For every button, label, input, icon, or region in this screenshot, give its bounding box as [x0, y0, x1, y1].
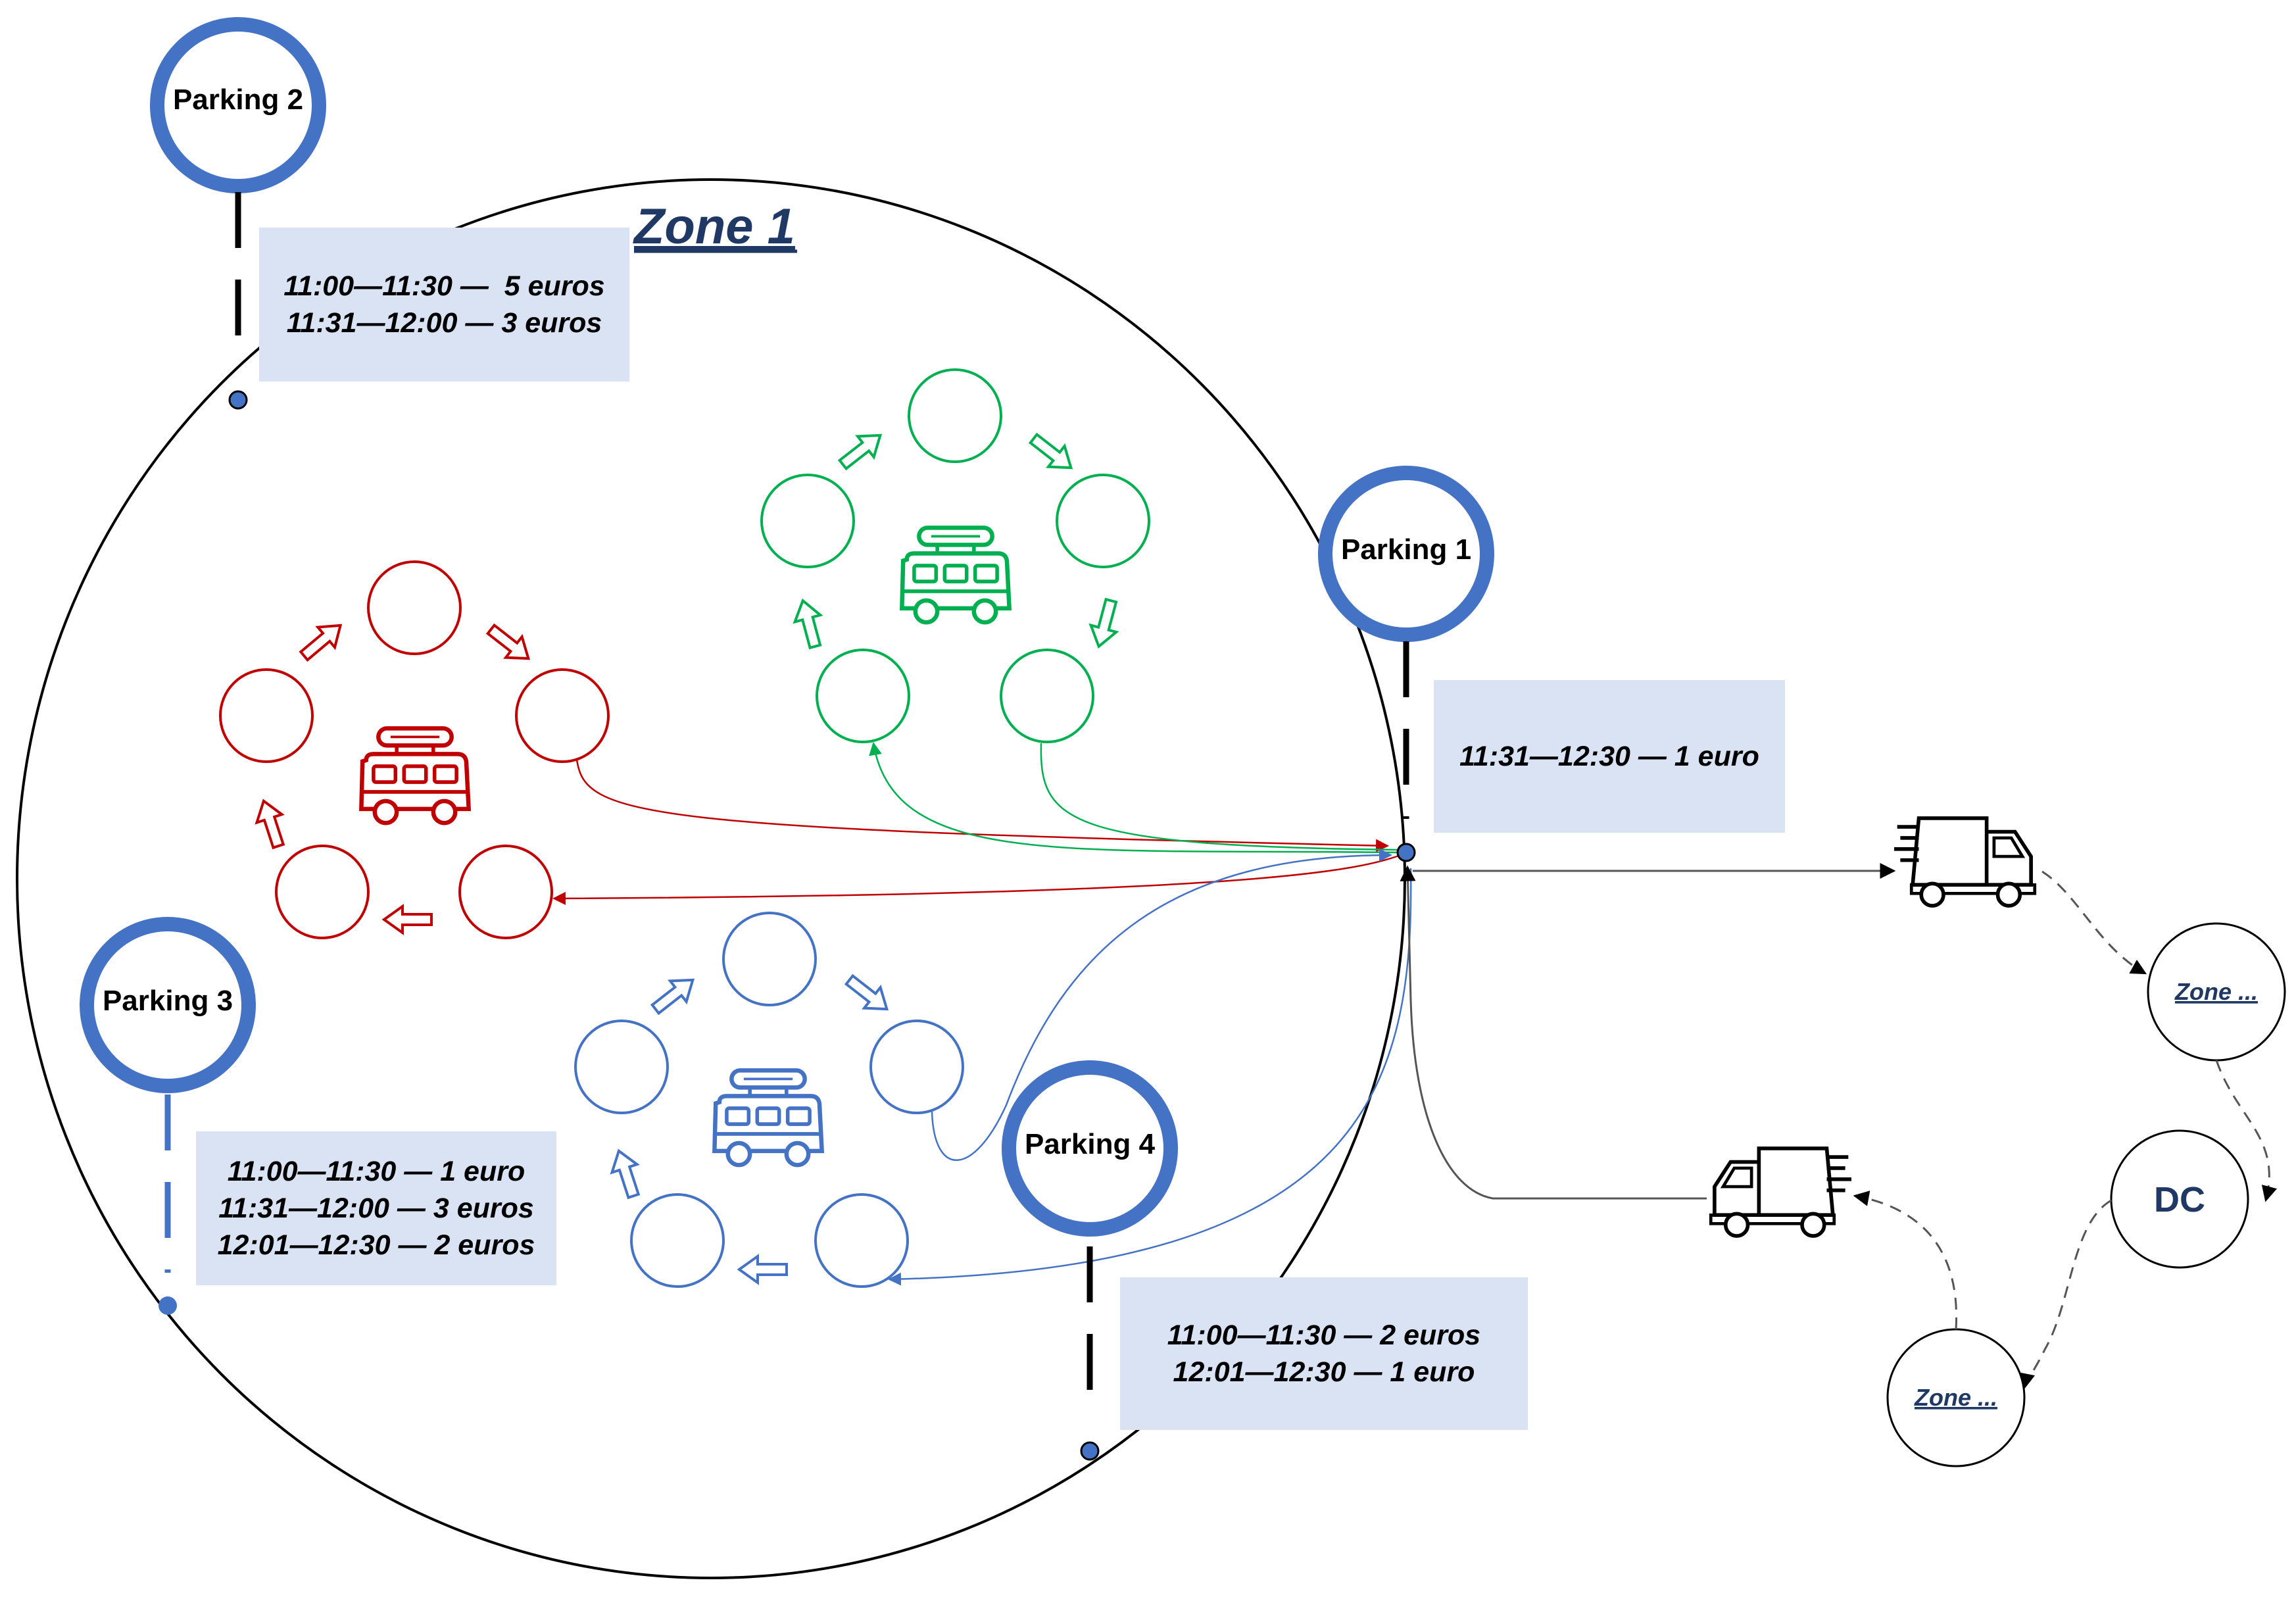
truck-to-zone-a-link	[2041, 870, 2147, 975]
parking-4-price-box: 11:00—11:30 — 2 euros 12:01—12:30 — 1 eu…	[1120, 1277, 1528, 1430]
arrow-icon	[294, 614, 351, 668]
external-zone-b-label: Zone ...	[1914, 1384, 1997, 1411]
price-line: 11:31—12:00 — 3 euros	[218, 1193, 534, 1224]
parking-1-label: Parking 1	[1341, 533, 1471, 566]
price-line: 11:00—11:30 — 2 euros	[1167, 1319, 1481, 1351]
arrow-icon	[604, 1145, 648, 1202]
external-zone-a-label: Zone ...	[2174, 978, 2258, 1005]
price-line: 11:00—11:30 — 5 euros	[283, 270, 605, 302]
blue-stop[interactable]	[574, 1020, 669, 1114]
price-line: 11:31—12:30 — 1 euro	[1459, 741, 1759, 772]
arrow-icon	[646, 968, 702, 1021]
van-with-surfboard-icon	[902, 528, 1009, 622]
parking-2-ring	[150, 17, 326, 193]
zone-b-to-truck-link	[1853, 1191, 1958, 1330]
arrow-icon	[1085, 596, 1125, 651]
arrow-icon	[481, 618, 538, 670]
parking-2-pin[interactable]	[228, 390, 248, 410]
blue-route	[574, 912, 964, 1288]
red-stop[interactable]	[458, 845, 553, 939]
parking-1-ring	[1318, 466, 1494, 642]
parking-3-ring	[80, 917, 256, 1093]
parking-4-ring	[1002, 1060, 1178, 1237]
red-stop[interactable]	[367, 560, 462, 655]
parking-3[interactable]: Parking 3	[80, 917, 256, 1315]
delivery-truck-icon	[1894, 818, 2035, 906]
parking-4[interactable]: Parking 4	[1002, 1060, 1178, 1461]
parking-2-price-box: 11:00—11:30 — 5 euros 11:31—12:00 — 3 eu…	[259, 228, 629, 381]
parking-2-label: Parking 2	[173, 84, 303, 116]
van-with-surfboard-icon	[361, 728, 468, 823]
zone-1-title: Zone 1	[633, 199, 795, 255]
van-with-surfboard-icon	[714, 1070, 821, 1165]
blue-stop[interactable]	[814, 1193, 909, 1288]
arrow-icon	[789, 596, 829, 651]
zone-a-to-dc-link	[2215, 1060, 2278, 1202]
green-stop[interactable]	[908, 368, 1002, 463]
parking-1-price-box: 11:31—12:30 — 1 euro	[1434, 680, 1785, 833]
green-route-inbound-link	[869, 742, 1398, 854]
price-line: 11:00—11:30 — 1 euro	[227, 1156, 525, 1187]
green-stop[interactable]	[816, 649, 910, 743]
parking-3-pin[interactable]	[159, 1296, 177, 1315]
parking-1[interactable]: Parking 1	[1318, 466, 1494, 862]
red-stop[interactable]	[515, 668, 610, 763]
dc-to-zone-b-link	[2019, 1199, 2112, 1390]
delivery-truck-icon	[1711, 1148, 1851, 1236]
price-line: 11:31—12:00 — 3 euros	[286, 307, 602, 339]
price-line: 12:01—12:30 — 1 euro	[1173, 1356, 1475, 1388]
green-stop[interactable]	[1000, 649, 1094, 743]
arrow-icon	[840, 968, 896, 1021]
blue-stop[interactable]	[722, 912, 817, 1006]
blue-route-outbound-link	[931, 849, 1392, 1161]
arrow-icon	[249, 795, 293, 852]
red-route-outbound-link	[575, 759, 1389, 852]
arrow-icon	[383, 905, 433, 934]
parking-3-label: Parking 3	[103, 985, 233, 1017]
red-route	[219, 560, 610, 939]
arrow-icon	[833, 424, 890, 476]
parking-3-price-box: 11:00—11:30 — 1 euro 11:31—12:00 — 3 eur…	[196, 1131, 556, 1285]
dc-label: DC	[2154, 1180, 2205, 1219]
arrow-icon	[738, 1255, 788, 1284]
green-route-outbound-link	[1040, 743, 1398, 851]
red-stop[interactable]	[275, 845, 370, 939]
parking-4-label: Parking 4	[1025, 1128, 1156, 1160]
dc-node[interactable]	[2110, 1129, 2249, 1269]
blue-route-inbound-link	[888, 868, 1412, 1286]
arrow-icon	[1024, 427, 1081, 480]
green-stop[interactable]	[760, 474, 855, 568]
parking-1-pin[interactable]	[1396, 843, 1416, 862]
green-route	[760, 368, 1150, 743]
truck-inbound-link	[1400, 865, 1707, 1200]
blue-stop[interactable]	[869, 1020, 964, 1114]
red-stop[interactable]	[219, 668, 314, 763]
parking-4-pin[interactable]	[1080, 1441, 1100, 1461]
parking-2[interactable]: Parking 2	[150, 17, 326, 410]
price-line: 12:01—12:30 — 2 euros	[217, 1229, 535, 1261]
blue-stop[interactable]	[630, 1193, 725, 1288]
red-route-inbound-link	[552, 854, 1402, 905]
green-stop[interactable]	[1056, 474, 1150, 568]
